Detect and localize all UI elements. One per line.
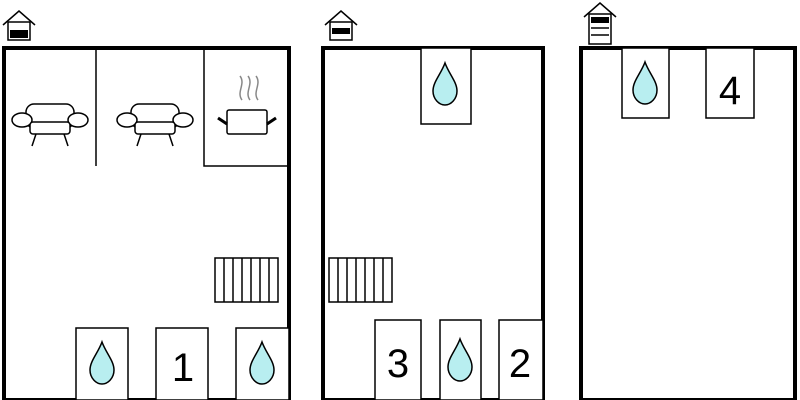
floor-plan-first: 3 2 [321,10,545,400]
house-level-icon-first [324,10,358,41]
bedroom-second-4 [705,47,755,119]
sofa-icon [11,103,89,147]
cooking-pot-icon [217,75,277,135]
kitchen-wall [203,48,289,167]
bedroom-ground-1 [155,327,209,400]
room-label-1: 1 [172,346,194,390]
stairs-icon [214,257,279,303]
floor-outline-second [579,46,797,400]
floor-plan-second: 4 [579,2,797,400]
stairs-icon [328,257,393,303]
bedroom-first-2 [498,319,544,400]
sofa-icon [116,103,194,147]
house-level-icon-ground [2,10,36,41]
room-label-3: 3 [387,342,409,386]
room-label-2: 2 [509,342,531,386]
bedroom-first-3 [374,319,422,400]
floor-plan-ground: 1 [2,10,291,400]
room-label-4: 4 [719,69,741,113]
house-level-icon-second [583,2,617,45]
